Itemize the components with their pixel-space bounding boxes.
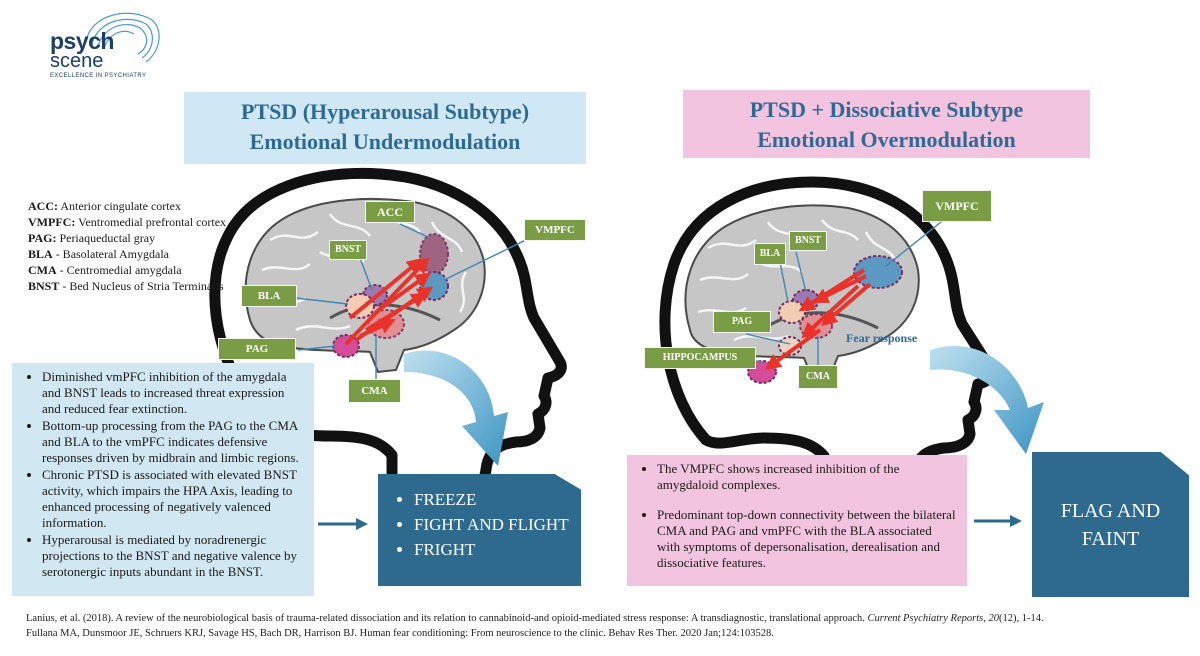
- left-title-line2: Emotional Undermodulation: [249, 129, 521, 154]
- right-title-line1: PTSD + Dissociative Subtype: [749, 97, 1024, 122]
- list-item: Predominant top-down connectivity betwee…: [657, 507, 957, 571]
- label-acc: ACC: [365, 201, 415, 223]
- legend-entry: PAG: Periaqueductal gray: [28, 231, 156, 245]
- right-title-line2: Emotional Overmodulation: [757, 127, 1016, 152]
- legend-entry: VMPFC: Ventromedial prefrontal cortex: [28, 215, 227, 229]
- response-item: FIGHT AND FLIGHT: [414, 513, 581, 537]
- list-item: Chronic PTSD is associated with elevated…: [42, 467, 306, 531]
- list-item: Hyperarousal is mediated by noradrenergi…: [42, 532, 306, 580]
- logo-swirl-icon: [85, 12, 160, 63]
- label-vmpfc-left: VMPFC: [524, 219, 586, 241]
- label-vmpfc-right: VMPFC: [922, 190, 992, 222]
- response-item: FRIGHT: [414, 538, 581, 562]
- left-title-banner: PTSD (Hyperarousal Subtype) Emotional Un…: [184, 92, 586, 164]
- label-pag-left: PAG: [218, 338, 296, 360]
- left-mechanism-box: Diminished vmPFC inhibition of the amygd…: [12, 363, 314, 596]
- left-title-line1: PTSD (Hyperarousal Subtype): [240, 99, 530, 124]
- left-curved-arrow-icon: [404, 350, 508, 466]
- logo-tagline: EXCELLENCE IN PSYCHIATRY: [50, 73, 147, 79]
- logo-word-scene: scene: [50, 50, 104, 72]
- abbreviation-legend: ACC: Anterior cingulate cortex VMPFC: Ve…: [28, 198, 233, 294]
- legend-entry: BNST - Bed Nucleus of Stria Terminalis: [28, 279, 224, 293]
- reference-1: Lanius, et al. (2018). A review of the n…: [26, 613, 1044, 624]
- response-item: FREEZE: [414, 488, 581, 512]
- right-title-banner: PTSD + Dissociative Subtype Emotional Ov…: [683, 90, 1090, 158]
- legend-entry: BLA - Basolateral Amygdala: [28, 247, 169, 261]
- label-bnst-right: BNST: [789, 231, 827, 251]
- label-bla-left: BLA: [241, 285, 297, 307]
- logo-word-psych: psych: [50, 28, 114, 54]
- right-response-line1: FLAG AND: [1060, 500, 1161, 522]
- list-item: The VMPFC shows increased inhibition of …: [657, 461, 957, 493]
- label-bnst-left: BNST: [329, 240, 367, 260]
- legend-entry: ACC: Anterior cingulate cortex: [28, 199, 181, 213]
- right-response-banner: FLAG AND FAINT: [1032, 452, 1189, 597]
- reference-2: Fullana MA, Dunsmoor JE, Schruers KRJ, S…: [26, 628, 774, 639]
- label-pag-right: PAG: [713, 311, 771, 333]
- references: Lanius, et al. (2018). A review of the n…: [26, 611, 1186, 641]
- list-item: Bottom-up processing from the PAG to the…: [42, 418, 306, 466]
- left-response-banner: FREEZE FIGHT AND FLIGHT FRIGHT: [378, 474, 581, 586]
- label-cma-right: CMA: [798, 365, 838, 389]
- right-curved-arrow-icon: [930, 345, 1044, 454]
- legend-entry: CMA - Centromedial amygdala: [28, 263, 182, 277]
- label-hippocampus: HIPPOCAMPUS: [644, 347, 756, 369]
- label-bla-right: BLA: [754, 243, 786, 265]
- fear-response-label: Fear response: [846, 331, 918, 345]
- right-to-response-arrow-icon: [974, 515, 1022, 527]
- left-to-response-arrow-icon: [318, 518, 368, 530]
- right-mechanism-box: The VMPFC shows increased inhibition of …: [627, 455, 967, 586]
- label-cma-left: CMA: [348, 379, 401, 403]
- left-brain: [244, 197, 535, 380]
- list-item: Diminished vmPFC inhibition of the amygd…: [42, 369, 306, 417]
- right-response-line2: FAINT: [1081, 528, 1140, 550]
